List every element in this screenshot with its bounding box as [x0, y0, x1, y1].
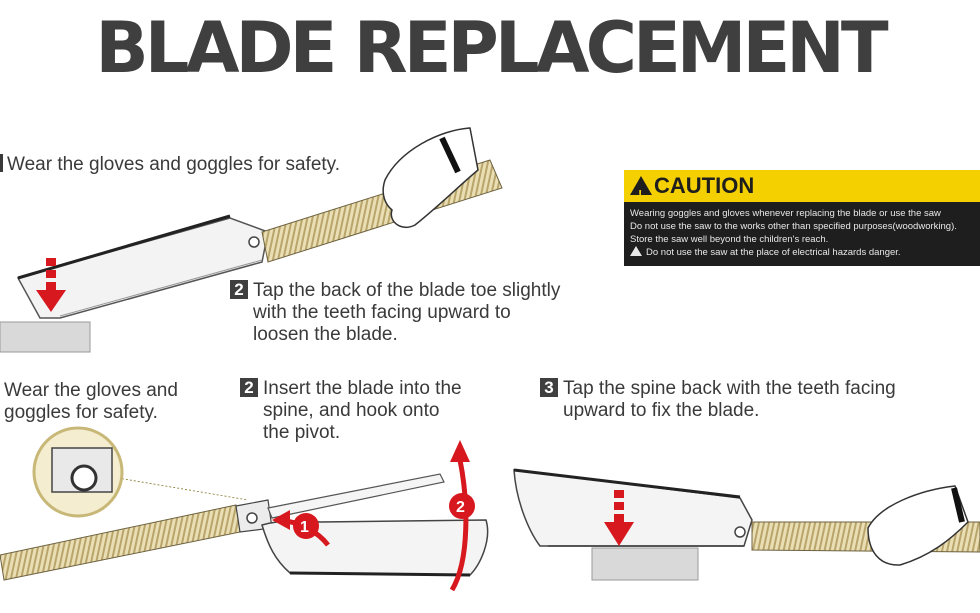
- installation-step-3-line-1: Tap the spine back with the teeth facing: [563, 378, 896, 399]
- step-number: 2: [230, 280, 248, 299]
- saw-insertion: [0, 473, 489, 581]
- magnifier-detail-icon: [32, 426, 249, 518]
- caution-box: CAUTION Wearing goggles and gloves whene…: [624, 170, 980, 266]
- installation-step-2-line-3: the pivot.: [263, 422, 341, 443]
- callout-1: 1: [300, 519, 309, 536]
- installation-step-3-line-2: upward to fix the blade.: [563, 400, 760, 421]
- down-arrow-icon: [604, 490, 634, 546]
- down-arrow-icon: [36, 258, 66, 312]
- installation-step-2-line-1: Insert the blade into the: [263, 378, 462, 399]
- anvil-block-top: [0, 321, 91, 353]
- callout-2: 2: [456, 499, 465, 516]
- caution-line-4-text: Do not use the saw at the place of elect…: [646, 247, 901, 258]
- installation-step-2-line-2: spine, and hook onto: [263, 400, 440, 421]
- removal-step-2-line-2: with the teeth facing upward to: [253, 302, 511, 323]
- removal-step-2-line-3: loosen the blade.: [253, 324, 398, 345]
- installation-step-1-line-1: Wear the gloves and: [4, 380, 178, 401]
- caution-line-2: Do not use the saw to the works other th…: [630, 221, 957, 232]
- curved-arrow-icon: 1 2: [272, 440, 475, 592]
- caution-line-4: Do not use the saw at the place of elect…: [630, 246, 980, 259]
- installation-step-1-line-2: goggles for safety.: [4, 402, 158, 423]
- installation-step-2: 2 Insert the blade into the spine, and ho…: [240, 378, 462, 444]
- caution-line-3: Store the saw well beyond the children's…: [630, 234, 829, 245]
- removal-step-1-text: Wear the gloves and goggles for safety.: [7, 154, 341, 175]
- caution-line-1: Wearing goggles and gloves whenever repl…: [630, 208, 941, 219]
- caution-heading-text: CAUTION: [654, 173, 755, 198]
- step-number: 3: [540, 378, 558, 397]
- removal-step-1: Wear the gloves and goggles for safety.: [0, 154, 340, 176]
- caution-heading: CAUTION: [624, 170, 980, 211]
- warning-triangle-icon: [630, 176, 652, 211]
- removal-step-2-line-1: Tap the back of the blade toe slightly: [253, 280, 561, 301]
- hand-glove-icon: [382, 127, 479, 229]
- step-number: 2: [240, 378, 258, 397]
- warning-triangle-icon: [630, 246, 642, 256]
- hand-glove-icon: [867, 485, 969, 566]
- installation-step-1: Wear the gloves and goggles for safety.: [4, 380, 178, 424]
- step-marker: [0, 154, 3, 172]
- installation-step-3: 3 Tap the spine back with the teeth facin…: [540, 378, 896, 422]
- page-title: BLADE REPLACEMENT: [95, 7, 888, 89]
